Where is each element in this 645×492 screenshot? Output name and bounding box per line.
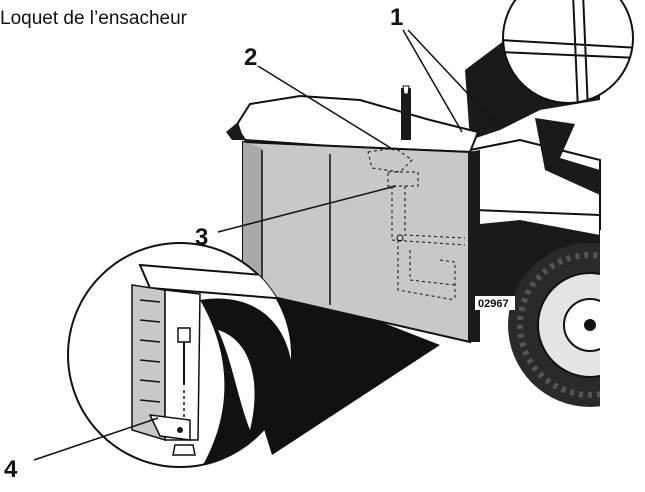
rear-tire: [508, 230, 645, 430]
leader-lines: [33, 29, 501, 461]
callout-2: 2: [244, 44, 258, 71]
diagram-caption: Loquet de l’ensacheur: [0, 8, 187, 29]
part-number-tag: 02967: [475, 296, 515, 310]
callout-1: 1: [390, 4, 404, 31]
callout-4: 4: [4, 456, 18, 483]
part-number: 02967: [478, 298, 509, 310]
top-detail-circle: [502, 0, 634, 104]
bagger-body: [242, 140, 480, 344]
callout-3: 3: [195, 224, 209, 251]
